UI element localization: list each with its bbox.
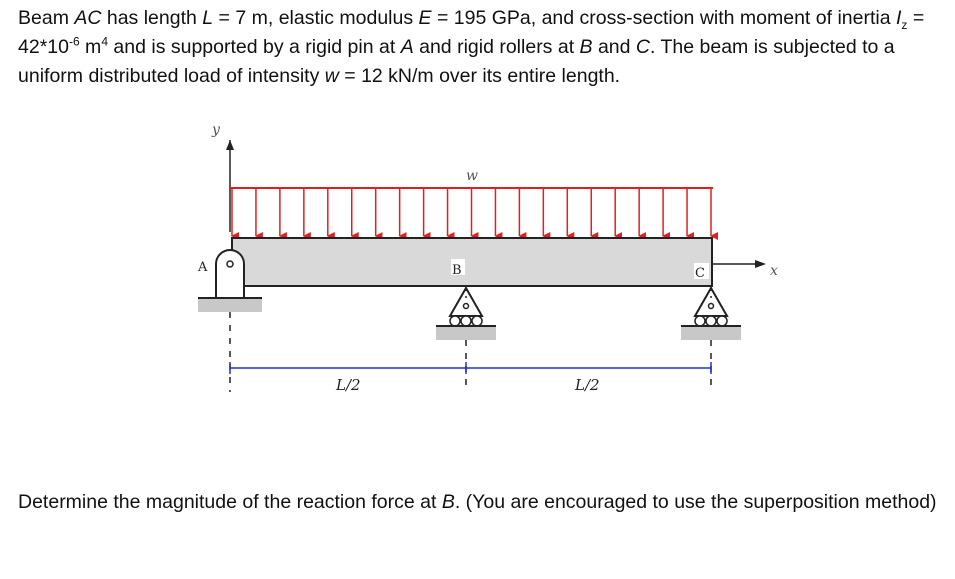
question: Determine the magnitude of the reaction … <box>18 488 943 517</box>
text: Beam <box>18 7 75 29</box>
roller-triangle <box>693 285 729 317</box>
text: and is supported by a rigid pin at <box>108 36 401 58</box>
pin <box>462 302 470 310</box>
y-axis-arrowhead <box>226 140 234 150</box>
roller <box>705 315 717 327</box>
beam <box>231 237 713 287</box>
exponent: -6 <box>68 34 80 49</box>
pin-bracket <box>215 249 245 298</box>
text: and <box>592 36 636 58</box>
text: Determine the magnitude of the reaction … <box>18 491 442 513</box>
inertia-subscript: z <box>901 17 908 32</box>
roller-support-b <box>436 285 496 340</box>
roller <box>460 315 472 327</box>
pin <box>226 260 234 268</box>
point-ref: B <box>579 36 593 58</box>
ground <box>198 298 262 312</box>
label-bg <box>694 263 709 279</box>
text: has length <box>101 7 203 29</box>
dimension-label-left: L/2 <box>335 376 361 394</box>
text: = 42*10 <box>18 7 925 58</box>
roller-support-c <box>681 285 741 340</box>
load-label: w <box>466 168 478 184</box>
length-symbol: L <box>202 7 214 29</box>
point-ref: A <box>400 36 414 58</box>
beam-name: AC <box>74 7 102 29</box>
text: = 7 m, elastic modulus <box>213 7 419 29</box>
roller <box>449 315 461 327</box>
ground <box>436 326 496 340</box>
roller <box>694 315 706 327</box>
point-a-label: A <box>197 260 208 275</box>
ground <box>681 326 741 340</box>
inertia-symbol: I <box>895 7 902 29</box>
distributed-load <box>230 187 718 240</box>
label-bg <box>197 257 211 273</box>
text: m <box>79 36 102 58</box>
text: = 195 GPa, and cross-section with moment… <box>431 7 896 29</box>
modulus-symbol: E <box>418 7 432 29</box>
exponent: 4 <box>101 34 108 49</box>
roller-triangle <box>448 285 484 317</box>
point-b-label: B <box>452 263 462 278</box>
dimension-label-right: L/2 <box>574 376 600 394</box>
load-symbol: w <box>324 65 339 87</box>
y-axis-label: y <box>211 122 221 138</box>
problem-statement: Beam AC has length L = 7 m, elastic modu… <box>18 4 943 91</box>
roller <box>471 315 483 327</box>
label-bg <box>451 259 465 275</box>
pin <box>707 302 715 310</box>
pin-support-a <box>198 249 262 312</box>
point-ref: B <box>441 491 455 513</box>
point-c-label: C <box>695 266 705 281</box>
text: and rigid rollers at <box>413 36 580 58</box>
text: . The beam is subjected to a uniform dis… <box>18 36 895 87</box>
x-axis-label: x <box>770 263 778 279</box>
x-axis-arrowhead <box>755 260 766 268</box>
point-ref: C <box>635 36 651 58</box>
roller <box>716 315 728 327</box>
text: . (You are encouraged to use the superpo… <box>454 491 937 513</box>
text: = 12 kN/m over its entire length. <box>338 65 621 87</box>
